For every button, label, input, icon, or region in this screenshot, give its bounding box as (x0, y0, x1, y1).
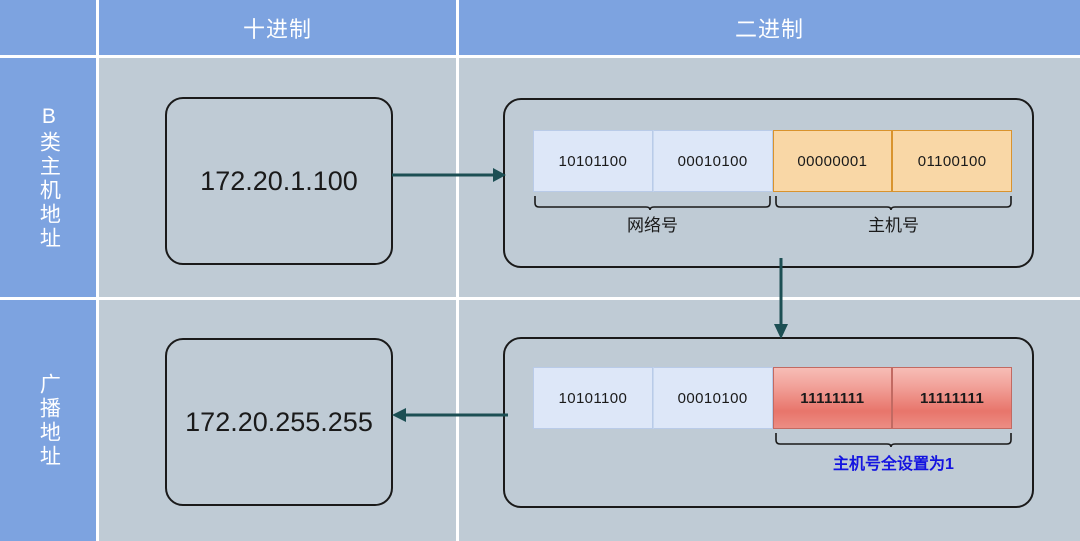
column-header-binary: 二进制 (459, 0, 1080, 55)
broadcast-octet-strip: 10101100 00010100 11111111 11111111 (533, 367, 1012, 429)
column-header-decimal: 十进制 (99, 0, 456, 55)
network-part-brace (533, 196, 772, 210)
host-octet-3: 00000001 (772, 130, 893, 192)
row-header-broadcast-address-label: 广播地址 (37, 372, 61, 469)
host-octet-1: 10101100 (533, 130, 653, 192)
table-corner-cell (0, 0, 96, 55)
host-octet-2: 00010100 (652, 130, 773, 192)
host-part-brace (774, 196, 1013, 210)
host-part-label: 主机号 (868, 216, 919, 235)
host-decimal-value: 172.20.1.100 (200, 165, 358, 196)
broadcast-decimal-box: 172.20.255.255 (165, 338, 393, 506)
broadcast-octet-1: 10101100 (533, 367, 653, 429)
broadcast-decimal-value: 172.20.255.255 (185, 406, 373, 437)
row-header-host-address: B类主机地址 (0, 58, 96, 297)
host-decimal-box: 172.20.1.100 (165, 97, 393, 265)
decimal-to-binary-arrow (392, 165, 507, 190)
host-octet-strip: 10101100 00010100 00000001 01100100 (533, 130, 1012, 192)
broadcast-note-label: 主机号全设置为1 (833, 456, 954, 473)
binary-to-decimal-arrow (390, 405, 508, 430)
broadcast-octet-3: 11111111 (772, 367, 893, 429)
column-header-binary-label: 二进制 (734, 16, 804, 42)
broadcast-octet-4: 11111111 (892, 367, 1012, 429)
broadcast-host-part-brace (774, 433, 1013, 447)
broadcast-octet-2: 00010100 (652, 367, 773, 429)
network-part-label: 网络号 (627, 216, 678, 235)
column-header-decimal-label: 十进制 (242, 16, 312, 42)
row-header-host-address-label: B类主机地址 (37, 104, 61, 251)
host-to-broadcast-arrow (768, 258, 794, 345)
host-octet-4: 01100100 (892, 130, 1012, 192)
row-header-broadcast-address: 广播地址 (0, 300, 96, 541)
